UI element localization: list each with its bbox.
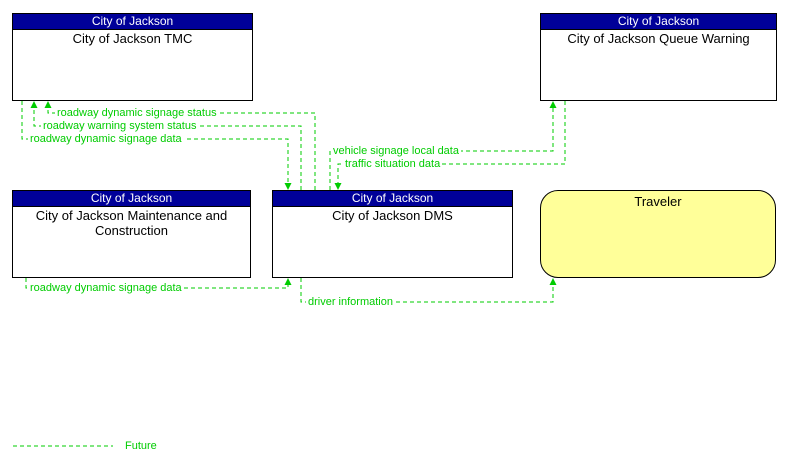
box-title: City of Jackson Queue Warning <box>567 31 750 46</box>
flow-label-traffic-situation-data: traffic situation data <box>343 158 443 170</box>
box-city-of-jackson-maintenance-construction[interactable]: City of Jackson City of Jackson Maintena… <box>12 190 251 278</box>
arrow-up-icon <box>549 101 557 108</box>
flow-label-driver-information: driver information <box>306 296 395 308</box>
legend-future-label: Future <box>123 440 159 452</box>
arrow-down-icon <box>334 183 342 190</box>
flow-traffic-situation-data-line <box>334 101 566 190</box>
box-title: City of Jackson TMC <box>72 31 193 46</box>
arrow-down-icon <box>284 183 292 190</box>
terminator-traveler[interactable]: Traveler <box>540 190 776 278</box>
arrow-up-icon <box>30 101 38 108</box>
flow-label-roadway-dynamic-signage-data-mc: roadway dynamic signage data <box>28 282 184 294</box>
box-header: City of Jackson <box>13 191 250 207</box>
box-city-of-jackson-queue-warning[interactable]: City of Jackson City of Jackson Queue Wa… <box>540 13 777 101</box>
arrow-up-icon <box>549 278 557 285</box>
box-header: City of Jackson <box>273 191 512 207</box>
flow-label-roadway-dynamic-signage-status: roadway dynamic signage status <box>55 107 219 119</box>
box-city-of-jackson-tmc[interactable]: City of Jackson City of Jackson TMC <box>12 13 253 101</box>
box-title: City of Jackson DMS <box>332 208 453 223</box>
box-header: City of Jackson <box>541 14 776 30</box>
terminator-title: Traveler <box>634 194 682 209</box>
flow-driver-information-line <box>300 278 557 303</box>
box-title: City of Jackson Maintenance and Construc… <box>35 208 228 238</box>
box-header: City of Jackson <box>13 14 252 30</box>
arrow-up-icon <box>44 101 52 108</box>
flow-label-roadway-warning-system-status: roadway warning system status <box>41 120 199 132</box>
box-city-of-jackson-dms[interactable]: City of Jackson City of Jackson DMS <box>272 190 513 278</box>
flow-label-vehicle-signage-local-data: vehicle signage local data <box>331 145 461 157</box>
flow-label-roadway-dynamic-signage-data-tmc: roadway dynamic signage data <box>28 133 184 145</box>
arrow-up-icon <box>284 278 292 285</box>
